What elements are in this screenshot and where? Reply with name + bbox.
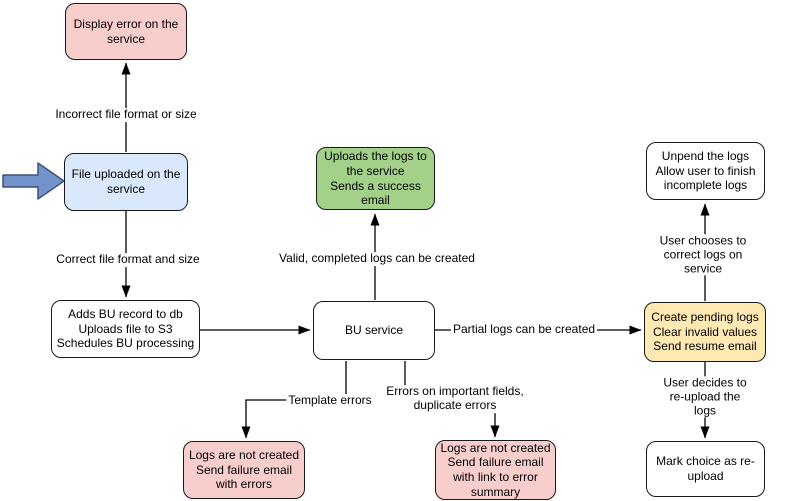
edge-label-correct-format: Correct file format and size: [54, 252, 202, 267]
node-add-record: Adds BU record to db Uploads file to S3 …: [51, 300, 200, 358]
node-failure-template: Logs are not created Send failure email …: [183, 441, 305, 499]
edge-label-incorrect-format: Incorrect file format or size: [53, 107, 199, 122]
node-upload-success: Uploads the logs to the service Sends a …: [316, 147, 435, 210]
node-failure-fields: Logs are not created Send failure email …: [435, 440, 556, 500]
node-create-pending: Create pending logs Clear invalid values…: [644, 302, 766, 362]
edge-label-choose-correct: User chooses to correct logs on service: [654, 233, 752, 276]
edge-label-valid-logs: Valid, completed logs can be created: [277, 251, 477, 266]
edge-label-partial-logs: Partial logs can be created: [450, 322, 598, 337]
entry-point-arrow-icon: [2, 162, 65, 200]
node-mark-reupload: Mark choice as re- upload: [646, 441, 765, 497]
node-file-uploaded: File uploaded on the service: [64, 153, 188, 211]
node-bu-service: BU service: [313, 301, 435, 360]
edge-label-template-errors: Template errors: [286, 393, 374, 408]
node-unpend-logs: Unpend the logs Allow user to finish inc…: [646, 142, 765, 200]
edge-label-field-errors: Errors on important fields, duplicate er…: [384, 384, 526, 413]
edge-label-decide-reupload: User decides to re-upload the logs: [657, 375, 753, 418]
node-display-error: Display error on the service: [65, 3, 187, 60]
